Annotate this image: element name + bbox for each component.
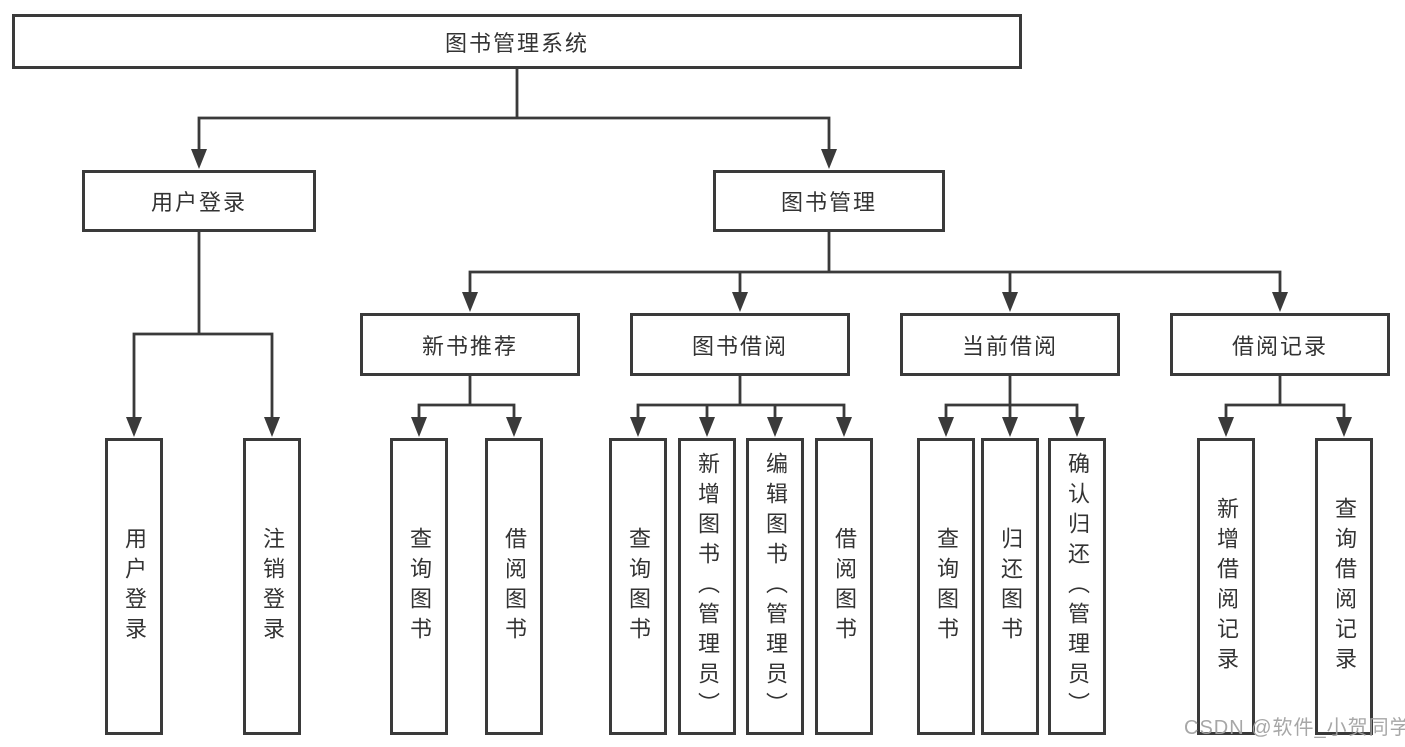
node-label: 确认归还（管理员） <box>1065 451 1090 722</box>
node-label: 注销登录 <box>260 526 285 647</box>
node-label: 新增图书（管理员） <box>695 451 720 722</box>
node-label: 归还图书 <box>998 526 1023 647</box>
node-leaf-borrow-borrow-books: 借阅图书 <box>815 438 873 735</box>
node-label: 查询借阅记录 <box>1332 496 1357 677</box>
node-label: 用户登录 <box>122 526 147 647</box>
node-leaf-current-confirm-return-admin: 确认归还（管理员） <box>1048 438 1106 735</box>
node-book-borrow: 图书借阅 <box>630 313 850 376</box>
node-leaf-records-query-record: 查询借阅记录 <box>1315 438 1373 735</box>
node-library-system: 图书管理系统 <box>12 14 1022 69</box>
node-current-borrow: 当前借阅 <box>900 313 1120 376</box>
node-label: 查询图书 <box>934 526 959 647</box>
node-label: 编辑图书（管理员） <box>763 451 788 722</box>
node-leaf-recommend-query-books: 查询图书 <box>390 438 448 735</box>
node-book-management: 图书管理 <box>713 170 945 232</box>
node-leaf-current-return-books: 归还图书 <box>981 438 1039 735</box>
node-leaf-logout: 注销登录 <box>243 438 301 735</box>
node-label: 新增借阅记录 <box>1214 496 1239 677</box>
node-label: 查询图书 <box>626 526 651 647</box>
node-label: 查询图书 <box>407 526 432 647</box>
node-leaf-user-login: 用户登录 <box>105 438 163 735</box>
node-leaf-borrow-query-books: 查询图书 <box>609 438 667 735</box>
node-borrow-records: 借阅记录 <box>1170 313 1390 376</box>
node-new-book-recommend: 新书推荐 <box>360 313 580 376</box>
node-leaf-records-add-record: 新增借阅记录 <box>1197 438 1255 735</box>
node-leaf-recommend-borrow-books: 借阅图书 <box>485 438 543 735</box>
watermark: CSDN @软件_小贺同学 <box>1184 717 1405 739</box>
node-leaf-current-query-books: 查询图书 <box>917 438 975 735</box>
node-leaf-borrow-edit-books-admin: 编辑图书（管理员） <box>746 438 804 735</box>
node-label: 借阅图书 <box>502 526 527 647</box>
arrowheads <box>126 149 1352 437</box>
node-label: 借阅图书 <box>832 526 857 647</box>
node-user-login: 用户登录 <box>82 170 316 232</box>
node-leaf-borrow-add-books-admin: 新增图书（管理员） <box>678 438 736 735</box>
